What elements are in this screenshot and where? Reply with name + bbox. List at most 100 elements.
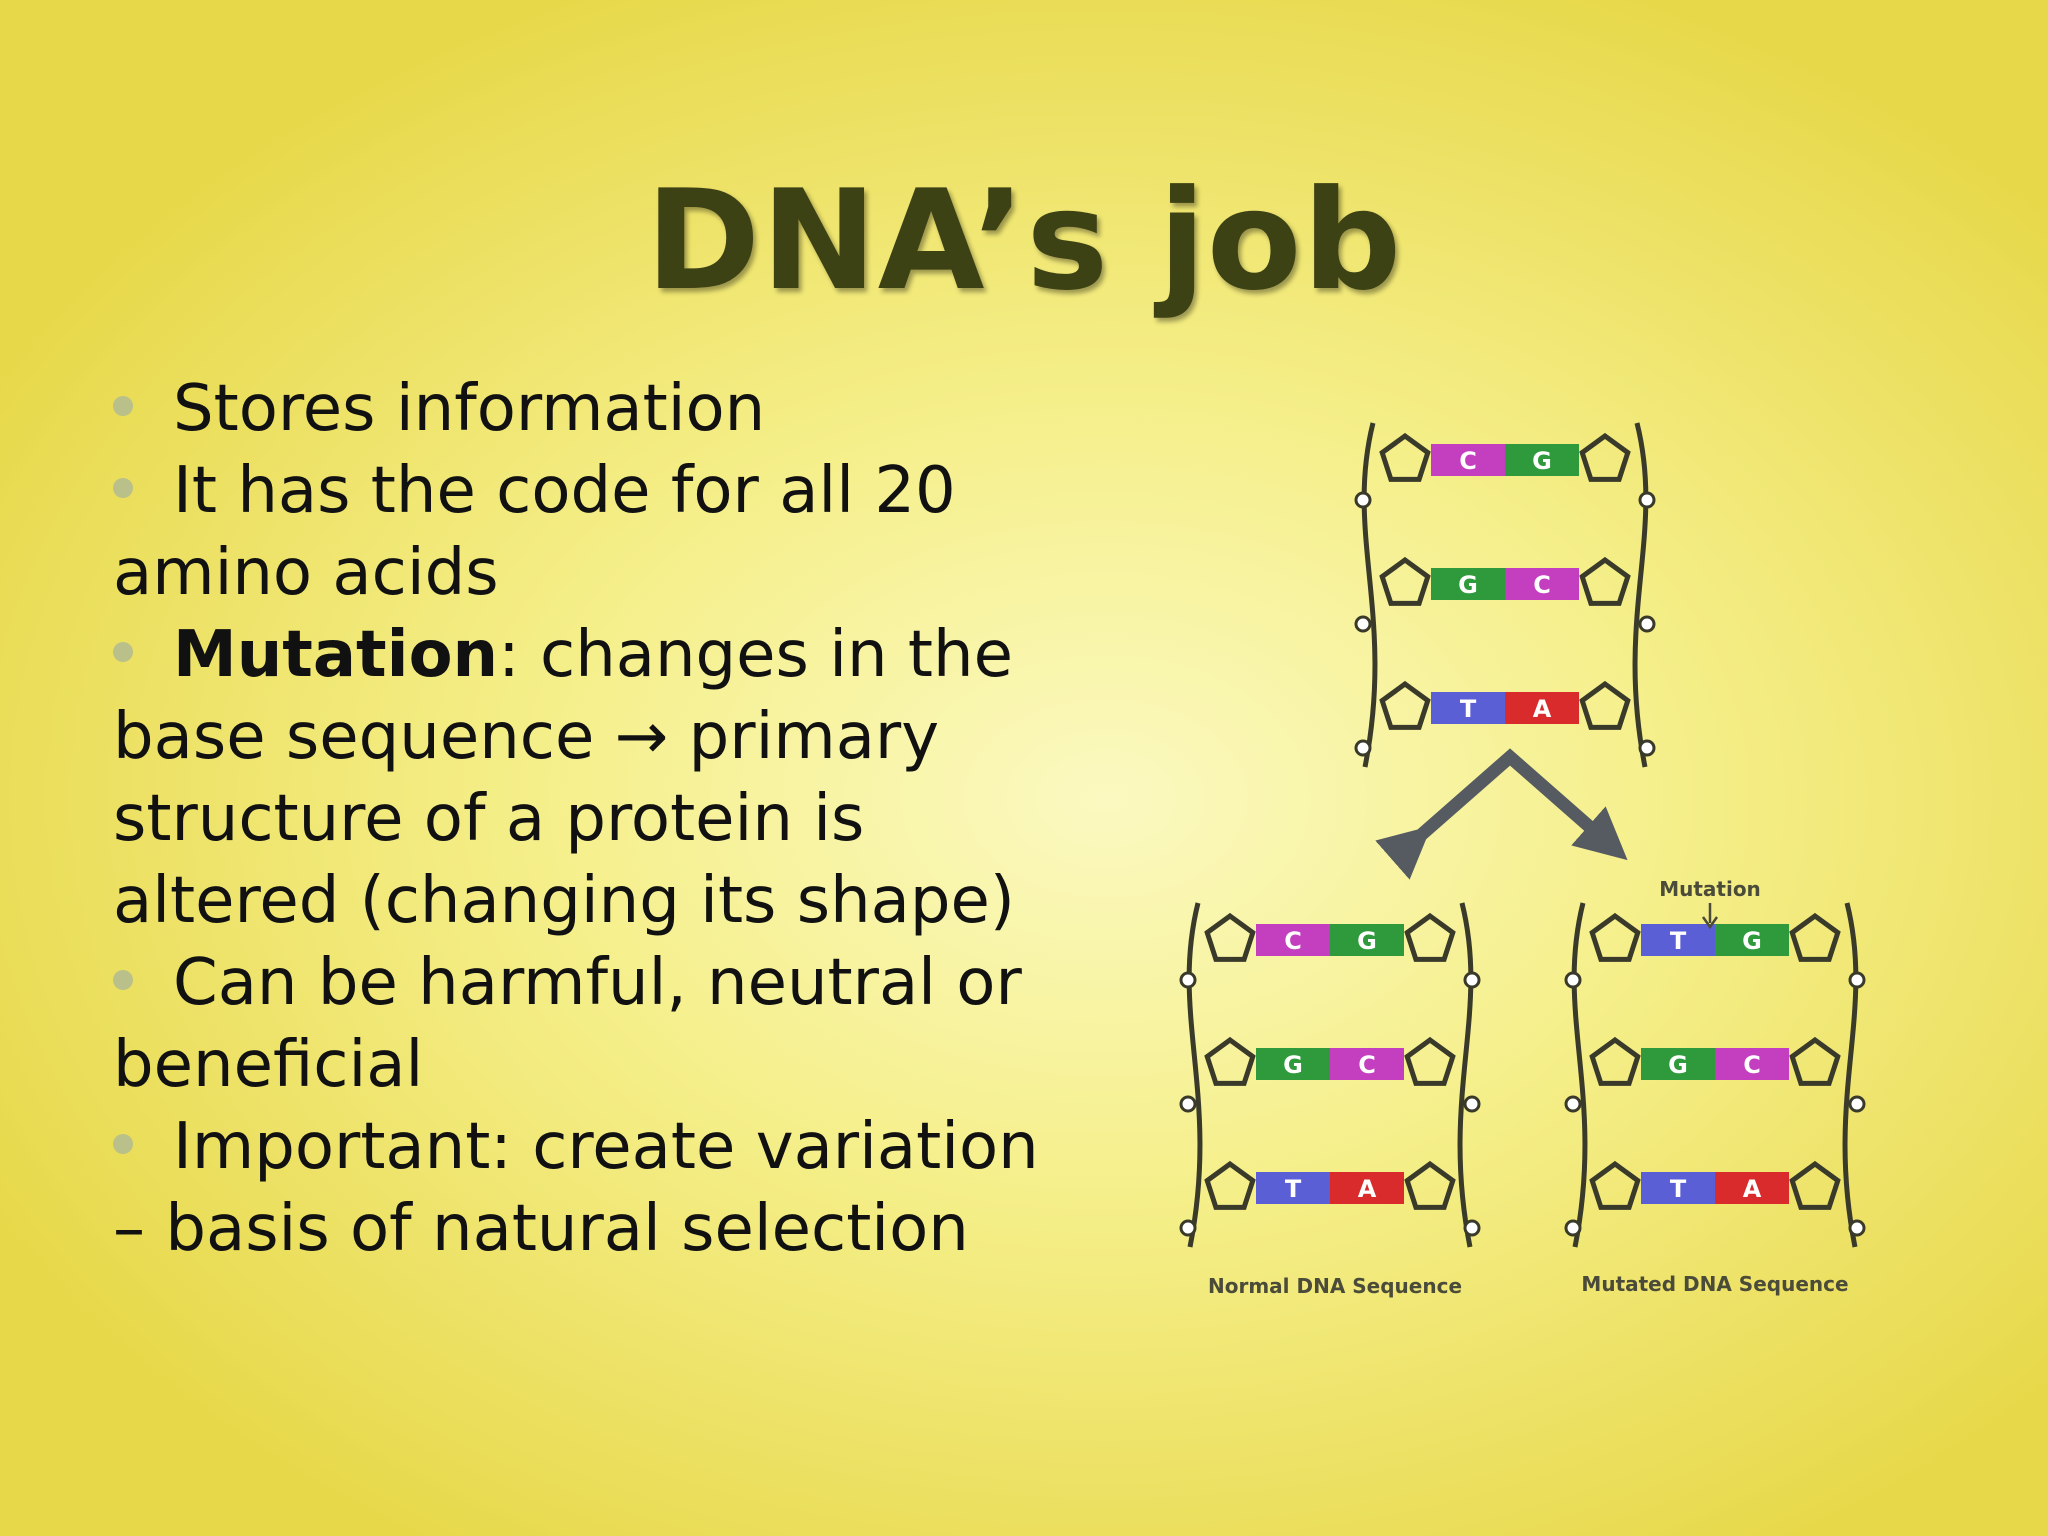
- bullet-text: Stores information: [173, 372, 766, 446]
- bullet-list: Stores information It has the code for a…: [113, 368, 1063, 1270]
- phosphate-node: [1463, 1095, 1481, 1113]
- phosphate-node: [1638, 615, 1656, 633]
- base-letter: G: [1458, 571, 1478, 599]
- split-arrow-icon: [1375, 748, 1628, 880]
- backbone-left: [1186, 902, 1203, 1248]
- sugar-ring: [1379, 556, 1431, 606]
- mutation-arrow-icon: [1701, 903, 1719, 930]
- bullet-dot-icon: [113, 396, 133, 416]
- phosphate-node: [1354, 491, 1372, 509]
- base-letter: T: [1670, 927, 1687, 955]
- base-block: [1330, 1172, 1404, 1204]
- phosphate-node: [1848, 1095, 1866, 1113]
- sugar-ring: [1404, 912, 1456, 962]
- base-block: [1256, 1172, 1330, 1204]
- base-letter: C: [1743, 1051, 1761, 1079]
- base-letter: C: [1459, 447, 1477, 475]
- sugar-ring: [1404, 1160, 1456, 1210]
- backbone-right: [1842, 902, 1859, 1248]
- base-letter: C: [1358, 1051, 1376, 1079]
- sugar-ring: [1579, 556, 1631, 606]
- base-block: [1715, 1048, 1789, 1080]
- base-letter: A: [1533, 695, 1552, 723]
- base-letter: G: [1357, 927, 1377, 955]
- sugar-ring: [1204, 912, 1256, 962]
- base-block: [1641, 1172, 1715, 1204]
- bullet-dot-icon: [113, 478, 133, 498]
- base-block: [1641, 924, 1715, 956]
- phosphate-node: [1564, 1219, 1582, 1237]
- sugar-ring: [1379, 680, 1431, 730]
- sugar-ring: [1579, 680, 1631, 730]
- normal-caption: Normal DNA Sequence: [1208, 1274, 1462, 1298]
- sugar-ring: [1204, 1160, 1256, 1210]
- backbone-right: [1457, 902, 1474, 1248]
- bullet-dot-icon: [113, 970, 133, 990]
- bullet-dot-icon: [113, 1134, 133, 1154]
- base-letter: C: [1284, 927, 1302, 955]
- base-letter: A: [1743, 1175, 1762, 1203]
- bullet-item: Mutation: changes in the base sequence →…: [113, 614, 1063, 942]
- bullet-item: It has the code for all 20 amino acids: [113, 450, 1063, 614]
- normal-dna-strand: C G G C T A: [1179, 902, 1481, 1248]
- base-letter: G: [1668, 1051, 1688, 1079]
- backbone-left: [1361, 422, 1378, 768]
- base-block: [1431, 692, 1505, 724]
- backbone-left: [1571, 902, 1588, 1248]
- bullet-text: Important: create variation – basis of n…: [113, 1110, 1039, 1266]
- base-letter: A: [1358, 1175, 1377, 1203]
- sugar-ring: [1579, 432, 1631, 482]
- phosphate-node: [1638, 491, 1656, 509]
- dna-mutation-diagram: C G G C T A C G G C T A T G G C T A Normal DNA Sequence…: [1179, 422, 1866, 1298]
- bullet-item: Stores information: [113, 368, 1063, 450]
- bullet-dot-icon: [113, 642, 133, 662]
- phosphate-node: [1179, 971, 1197, 989]
- slide-title: DNA’s job: [645, 160, 1403, 321]
- mutation-label: Mutation: [1659, 877, 1761, 901]
- phosphate-node: [1638, 739, 1656, 757]
- bullet-text: It has the code for all 20 amino acids: [113, 454, 956, 610]
- sugar-ring: [1589, 1160, 1641, 1210]
- sugar-ring: [1789, 912, 1841, 962]
- phosphate-node: [1179, 1219, 1197, 1237]
- base-block: [1431, 444, 1505, 476]
- bullet-text: Can be harmful, neutral or beneficial: [113, 946, 1022, 1102]
- base-block: [1505, 444, 1579, 476]
- base-block: [1256, 924, 1330, 956]
- mutated-caption: Mutated DNA Sequence: [1581, 1272, 1848, 1296]
- bullet-lead: Mutation: [173, 618, 499, 692]
- bullet-item: Important: create variation – basis of n…: [113, 1106, 1063, 1270]
- phosphate-node: [1463, 971, 1481, 989]
- sugar-ring: [1789, 1036, 1841, 1086]
- sugar-ring: [1589, 1036, 1641, 1086]
- phosphate-node: [1848, 1219, 1866, 1237]
- phosphate-node: [1848, 971, 1866, 989]
- backbone-right: [1632, 422, 1649, 768]
- base-block: [1715, 1172, 1789, 1204]
- base-letter: G: [1532, 447, 1552, 475]
- base-letter: G: [1283, 1051, 1303, 1079]
- sugar-ring: [1204, 1036, 1256, 1086]
- base-letter: T: [1460, 695, 1477, 723]
- sugar-ring: [1404, 1036, 1456, 1086]
- phosphate-node: [1564, 971, 1582, 989]
- base-letter: G: [1742, 927, 1762, 955]
- phosphate-node: [1463, 1219, 1481, 1237]
- base-block: [1505, 692, 1579, 724]
- bullet-item: Can be harmful, neutral or beneficial: [113, 942, 1063, 1106]
- sugar-ring: [1589, 912, 1641, 962]
- sugar-ring: [1789, 1160, 1841, 1210]
- base-letter: T: [1285, 1175, 1302, 1203]
- original-dna-strand: C G G C T A: [1354, 422, 1656, 768]
- phosphate-node: [1564, 1095, 1582, 1113]
- base-block: [1641, 1048, 1715, 1080]
- base-block: [1330, 1048, 1404, 1080]
- sugar-ring: [1379, 432, 1431, 482]
- phosphate-node: [1354, 739, 1372, 757]
- base-block: [1256, 1048, 1330, 1080]
- base-block: [1330, 924, 1404, 956]
- base-letter: C: [1533, 571, 1551, 599]
- bullet-text: : changes in the base sequence → primary…: [113, 618, 1015, 938]
